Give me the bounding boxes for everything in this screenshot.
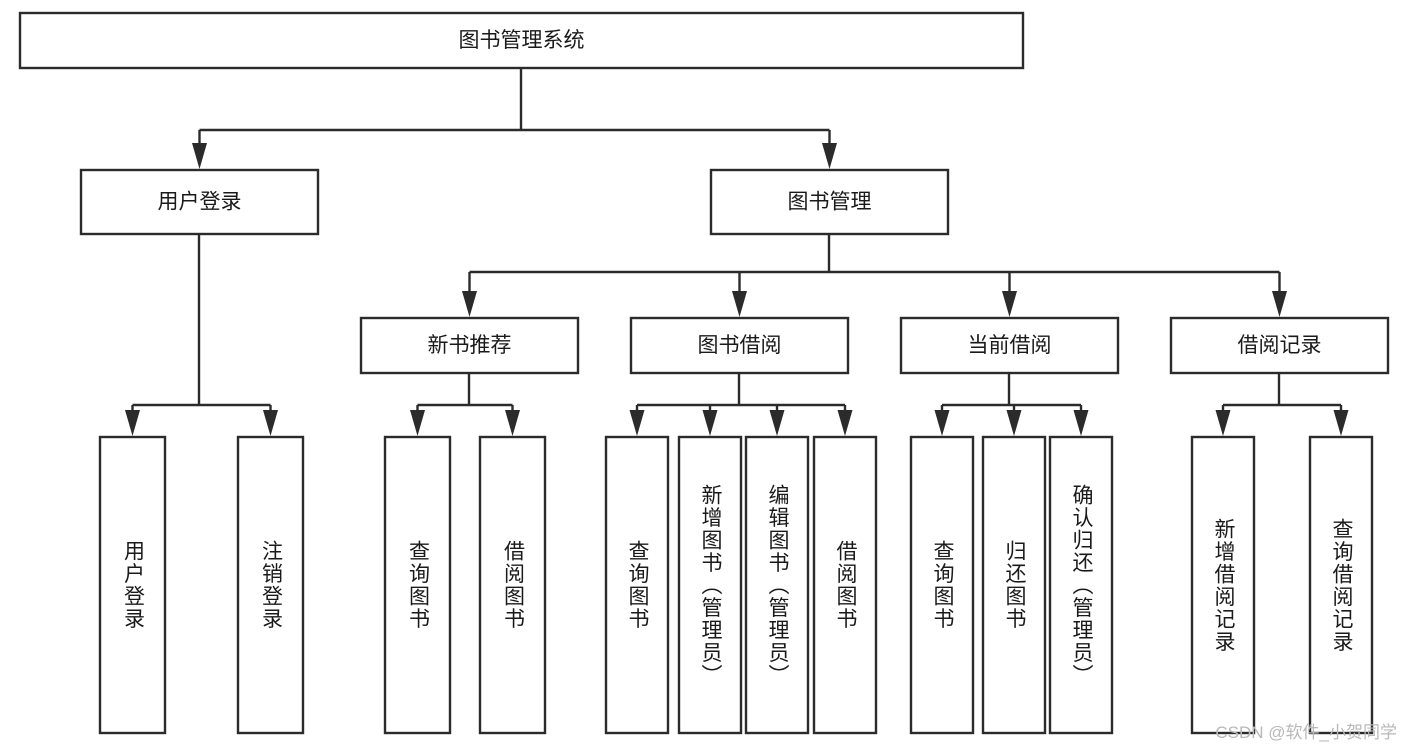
node-box-user-login[interactable] [79,168,320,236]
node-box-leaf-query-book-3[interactable] [909,435,975,735]
connector-conn-bookborrow-to-leaves [629,373,853,436]
connector-layer [125,68,1349,436]
node-box-leaf-borrow-book-2[interactable] [812,435,878,735]
node-box-leaf-add-book[interactable] [677,435,743,735]
node-box-leaf-edit-book[interactable] [744,435,810,735]
connector-conn-userlogin-to-leaves [125,234,278,436]
node-label-book-manage: 图书管理 [788,191,872,214]
node-box-root[interactable] [18,11,1025,70]
node-label-new-book-recommend: 新书推荐 [428,334,512,357]
node-box-leaf-logout[interactable] [236,435,305,735]
connector-conn-currentborrow-to-leaves [934,373,1089,436]
node-box-leaf-confirm-return[interactable] [1048,435,1114,735]
node-box-leaf-user-login[interactable] [98,435,167,735]
node-box-leaf-query-book-1[interactable] [383,435,452,735]
node-box-book-manage[interactable] [709,168,950,236]
node-box-leaf-return-book[interactable] [981,435,1047,735]
connector-conn-root-to-level2 [192,68,837,169]
node-box-leaf-query-record[interactable] [1308,435,1374,735]
node-box-book-borrow[interactable] [629,316,850,375]
connector-conn-newbook-to-leaves [410,373,520,436]
node-box-current-borrow[interactable] [899,316,1120,375]
node-box-leaf-add-record[interactable] [1190,435,1256,735]
connector-conn-bookmanage-to-level3 [462,234,1287,317]
csdn-watermark: CSDN @软件_小贺同学 [1215,723,1397,742]
node-label-book-borrow: 图书借阅 [698,334,782,357]
connector-conn-borrowrecord-to-leaves [1215,373,1349,436]
node-box-leaf-query-book-2[interactable] [604,435,670,735]
node-box-leaf-borrow-book-1[interactable] [478,435,547,735]
node-label-borrow-record: 借阅记录 [1238,334,1322,357]
node-box-new-book-recommend[interactable] [359,316,580,375]
node-label-root: 图书管理系统 [459,29,585,52]
node-box-borrow-record[interactable] [1169,316,1390,375]
node-box-layer [18,11,1390,735]
node-label-current-borrow: 当前借阅 [968,334,1052,357]
node-label-user-login: 用户登录 [158,191,242,214]
